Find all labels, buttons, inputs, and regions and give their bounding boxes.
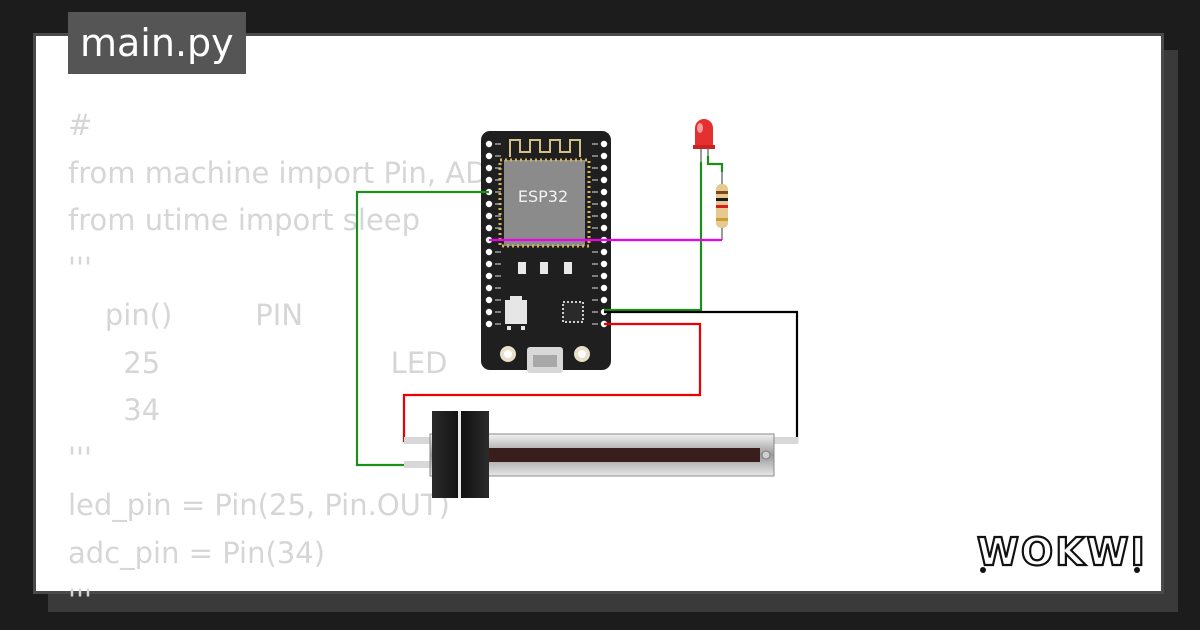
code-preview: # from machine import Pin, ADC, PWM from…	[68, 102, 597, 625]
red-led-icon[interactable]	[693, 119, 715, 162]
code-line: from utime import sleep	[68, 203, 421, 237]
wire-led-resistor	[706, 156, 724, 172]
wire-led-gnd	[604, 162, 703, 312]
wokwi-logo: WOKWI	[976, 529, 1147, 575]
code-line: 25 LED	[68, 345, 448, 380]
code-line: adc_pin = Pin(34)	[68, 535, 326, 570]
file-tab[interactable]: main.py	[68, 12, 246, 74]
code-line: 34	[68, 393, 161, 427]
esp32-board-icon[interactable]: ESP32	[481, 131, 611, 373]
slide-potentiometer-icon[interactable]	[404, 411, 798, 498]
board-label: ESP32	[518, 187, 568, 206]
code-line: led_pin = Pin(25, Pin.OUT)	[68, 488, 450, 522]
code-line: '''	[68, 583, 92, 617]
code-line: '''	[68, 250, 92, 285]
wire-signal	[355, 190, 489, 467]
brand-name: WOKWI	[977, 530, 1147, 574]
code-line: #	[68, 108, 93, 142]
resistor-icon[interactable]	[716, 172, 728, 240]
code-line: '''	[68, 440, 92, 475]
code-line: pin() PIN	[68, 298, 304, 332]
